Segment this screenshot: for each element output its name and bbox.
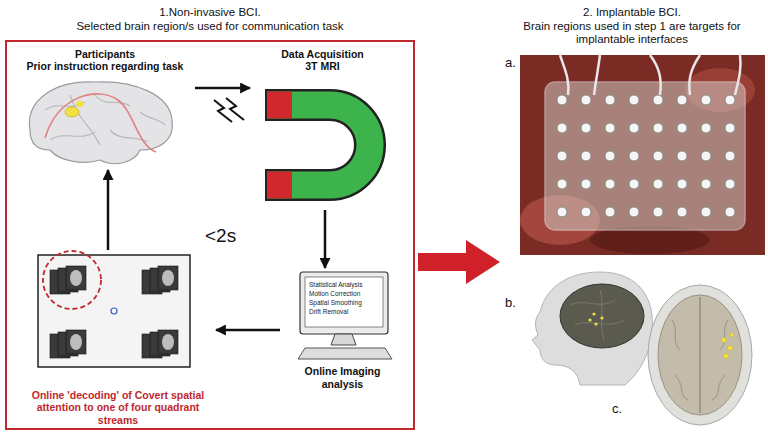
electrode-dot — [557, 123, 567, 133]
electrode-dot — [653, 95, 663, 105]
panel-letter: b. — [505, 296, 516, 310]
signal-bolts — [214, 98, 244, 122]
electrode-dot — [701, 123, 711, 133]
electrode-grid-photo — [520, 55, 765, 255]
mri-magnet — [265, 105, 370, 185]
electrode-dot — [605, 179, 615, 189]
flow-arrow — [216, 329, 280, 332]
flow-arrow — [195, 87, 250, 90]
electrode-dot — [581, 179, 591, 189]
node-text: Selected brain region/s used for communi… — [76, 20, 343, 34]
electrode-dot — [653, 123, 663, 133]
electrode-dot — [581, 123, 591, 133]
electrode-dot — [725, 207, 735, 217]
screen-text: Motion Correction — [309, 290, 360, 297]
electrode-dot — [629, 179, 639, 189]
electrode-dot — [605, 207, 615, 217]
electrode-dot — [701, 179, 711, 189]
skull-top-view — [648, 285, 752, 425]
node-heading: 2. Implantable BCI. — [583, 6, 681, 20]
brain-illustration — [29, 82, 172, 164]
electrode-dot — [557, 151, 567, 161]
panel-heading: 1.Non-invasive BCI.Selected brain region… — [7, 6, 413, 33]
node-text: Brain regions used in step 1 are targets… — [520, 20, 745, 47]
electrode-dot — [605, 123, 615, 133]
electrode-dot — [725, 179, 735, 189]
electrode-dot — [701, 151, 711, 161]
implantable-group: 2. Implantable BCI.Brain regions used in… — [500, 4, 764, 428]
electrode-dot — [701, 95, 711, 105]
electrode-dot — [677, 151, 687, 161]
big-arrow — [418, 240, 500, 284]
electrode-dot — [605, 151, 615, 161]
node-text: 3T MRI — [305, 60, 339, 72]
electrode-dot — [725, 95, 735, 105]
electrode-dot — [629, 123, 639, 133]
electrode-dot — [677, 95, 687, 105]
participants-node: ParticipantsPrior instruction regarding … — [15, 46, 195, 170]
flow-arrow — [107, 170, 110, 250]
electrode-dot — [701, 207, 711, 217]
data-acquisition-node: Data Acquisition3T MRI — [250, 46, 395, 210]
screen-text: Spatial Smoothing — [309, 299, 362, 306]
electrode-dot — [557, 95, 567, 105]
panel-letter: a. — [505, 56, 516, 70]
electrode-dot — [629, 95, 639, 105]
node-heading: 1.Non-invasive BCI. — [159, 6, 261, 20]
node-heading: Online Imaging analysis — [293, 365, 393, 390]
electrode-dot — [629, 207, 639, 217]
electrode-dot — [581, 95, 591, 105]
electrode-dot — [557, 179, 567, 189]
screen-text: Statistical Analysis — [309, 281, 362, 288]
electrode-dot — [605, 95, 615, 105]
electrode-dot — [653, 207, 663, 217]
node-heading: Participants — [75, 48, 135, 60]
computer-illustration — [298, 272, 392, 359]
decoding-node: Online 'decoding' of Covert spatial atte… — [20, 250, 216, 428]
electrode-dot — [677, 207, 687, 217]
electrode-dot — [581, 207, 591, 217]
electrode-dot — [581, 151, 591, 161]
electrode-dot — [557, 207, 567, 217]
electrode-dot — [653, 179, 663, 189]
head-rendering — [532, 272, 652, 385]
stimulus-screen — [38, 251, 190, 367]
electrode-dot — [725, 151, 735, 161]
panel-letter: c. — [612, 402, 622, 416]
cycle-time: <2s — [205, 226, 236, 247]
screen-text: Drift Removal — [309, 308, 348, 315]
electrode-dot — [677, 179, 687, 189]
electrode-dot — [725, 123, 735, 133]
flow-arrow — [324, 210, 327, 268]
node-heading: Data Acquisition — [281, 48, 363, 60]
electrode-dot — [629, 151, 639, 161]
electrode-dot — [653, 151, 663, 161]
node-heading: Online 'decoding' of Covert spatial atte… — [20, 389, 216, 426]
electrode-dot — [677, 123, 687, 133]
node-text: Prior instruction regarding task — [27, 60, 184, 72]
